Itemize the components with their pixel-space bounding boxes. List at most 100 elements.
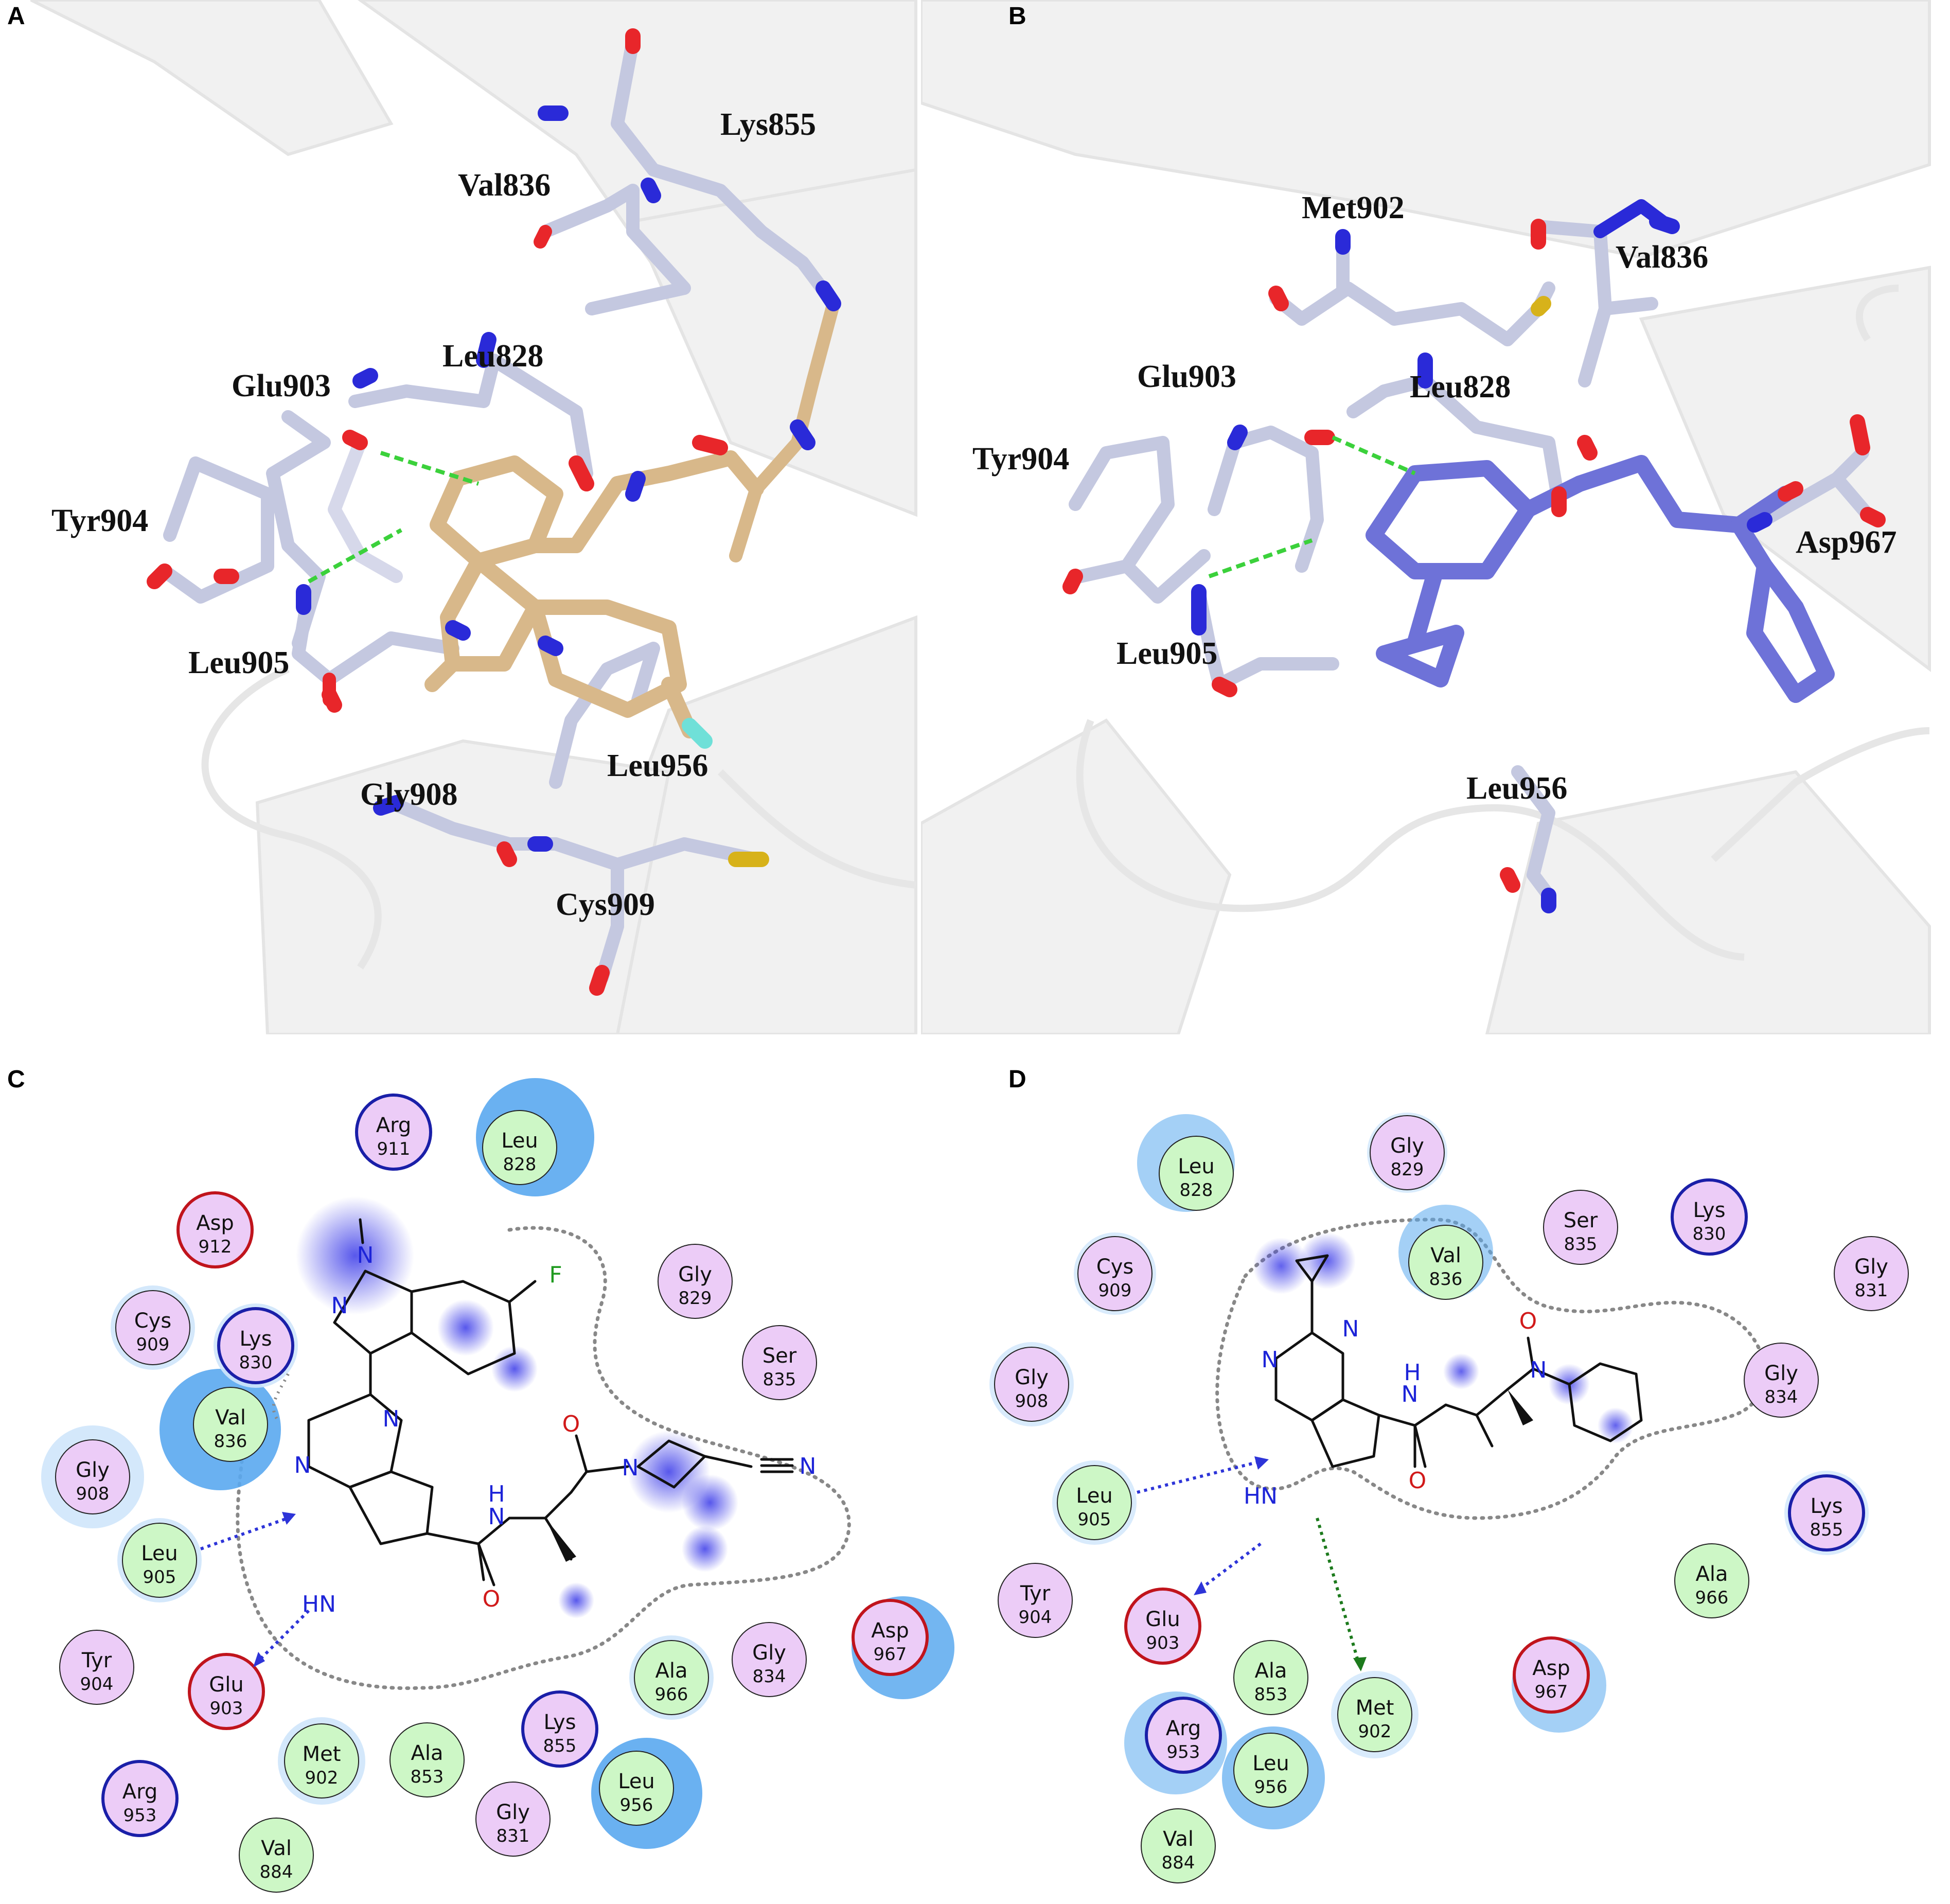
cartoon-loop bbox=[1855, 285, 1899, 342]
hbond-arrows-d bbox=[1137, 1460, 1360, 1663]
residue-number: 855 bbox=[1810, 1520, 1843, 1540]
residue-number: 908 bbox=[76, 1484, 110, 1504]
residue-name: Gly bbox=[678, 1263, 712, 1286]
wedge-bond bbox=[545, 1518, 576, 1562]
residue-tyr-904: Tyr 904 bbox=[998, 1563, 1073, 1638]
residue-number: 853 bbox=[411, 1767, 444, 1787]
residue-glu-903: Glu 903 bbox=[1124, 1588, 1201, 1665]
label-tyr904: Tyr904 bbox=[972, 442, 1069, 477]
label-leu905: Leu905 bbox=[1116, 636, 1217, 671]
residue-number: 834 bbox=[1765, 1387, 1798, 1407]
hbond-lines bbox=[308, 451, 480, 584]
label-glu903: Glu903 bbox=[1137, 359, 1236, 394]
residue-name: Gly bbox=[1764, 1362, 1798, 1385]
panel-letter-b: B bbox=[1008, 3, 1026, 30]
residue-name: Gly bbox=[1854, 1255, 1888, 1279]
residue-met-902: Met 902 bbox=[278, 1717, 365, 1805]
residue-number: 902 bbox=[1358, 1721, 1392, 1742]
residue-name: Lys bbox=[1810, 1494, 1842, 1518]
atom-n-amide: N bbox=[1402, 1381, 1419, 1407]
residue-number: 903 bbox=[1146, 1633, 1180, 1653]
residue-name: Val bbox=[261, 1837, 292, 1860]
residue-ala-853: Ala 853 bbox=[1233, 1640, 1308, 1715]
atom-n-pyrazine-2: N bbox=[383, 1406, 400, 1432]
arrow-head bbox=[1194, 1581, 1207, 1595]
residue-number: 835 bbox=[763, 1369, 796, 1390]
residue-sticks bbox=[158, 34, 840, 984]
cartoon-loop bbox=[1076, 719, 1745, 961]
residue-name: Leu bbox=[618, 1770, 655, 1793]
label-leu905: Leu905 bbox=[188, 645, 289, 680]
residue-met-902: Met 902 bbox=[1331, 1671, 1419, 1758]
atom-n-methyl: N bbox=[357, 1242, 374, 1268]
residue-number: 830 bbox=[239, 1352, 273, 1373]
atom-n-azetidine: N bbox=[622, 1455, 639, 1481]
residue-gly-908: Gly 908 bbox=[41, 1425, 144, 1528]
ligand-a bbox=[424, 450, 764, 738]
residue-name: Leu bbox=[141, 1542, 178, 1565]
pocket-outline bbox=[236, 1226, 851, 1690]
residue-asp-967: Asp 967 bbox=[1512, 1636, 1606, 1733]
ligand-exposure bbox=[296, 1196, 738, 1618]
residue-sticks bbox=[1069, 199, 1874, 902]
residue-name: Ala bbox=[1255, 1659, 1287, 1683]
atom-o-amide: O bbox=[1409, 1468, 1427, 1494]
pocket-outline bbox=[1215, 1218, 1766, 1520]
residue-name: Tyr bbox=[1020, 1582, 1051, 1606]
residue-name: Lys bbox=[1693, 1198, 1725, 1222]
panel-letter-a: A bbox=[7, 3, 25, 30]
residue-name: Glu bbox=[209, 1673, 243, 1697]
residue-name: Gly bbox=[76, 1458, 110, 1482]
residue-leu-905: Leu 905 bbox=[117, 1518, 202, 1602]
residue-name: Glu bbox=[1145, 1608, 1180, 1631]
panel-d: D Leu 828 Gly bbox=[972, 1065, 1950, 1904]
residue-number: 831 bbox=[497, 1826, 530, 1846]
residue-name: Leu bbox=[1178, 1155, 1215, 1178]
hbond-lines bbox=[1208, 435, 1416, 578]
residue-number: 828 bbox=[503, 1154, 537, 1175]
residue-name: Met bbox=[1356, 1696, 1394, 1720]
residue-number: 853 bbox=[1254, 1684, 1288, 1705]
cartoon-backdrop bbox=[921, 0, 1931, 1034]
residue-ala-966: Ala 966 bbox=[629, 1635, 714, 1720]
residue-number: 903 bbox=[210, 1698, 243, 1719]
panel-b-scene: Met902 Val836 Glu903 Leu828 Tyr904 Asp96… bbox=[921, 0, 1931, 1034]
atom-n-indazole: N bbox=[331, 1293, 348, 1319]
panel-letter-c: C bbox=[7, 1066, 25, 1093]
residue-number: 836 bbox=[214, 1431, 247, 1452]
residue-number: 966 bbox=[1695, 1588, 1729, 1608]
atom-o-carbonyl: O bbox=[562, 1411, 580, 1437]
residue-name: Asp bbox=[1532, 1656, 1570, 1680]
residue-name: Gly bbox=[1390, 1134, 1424, 1158]
residue-number: 831 bbox=[1855, 1280, 1888, 1301]
residue-name: Arg bbox=[1166, 1717, 1201, 1740]
residue-name: Cys bbox=[134, 1309, 171, 1333]
residue-number: 967 bbox=[874, 1644, 907, 1665]
residue-number: 908 bbox=[1015, 1391, 1049, 1412]
residue-name: Gly bbox=[752, 1641, 786, 1665]
residue-number: 909 bbox=[136, 1334, 170, 1355]
residue-labels: Met902 Val836 Glu903 Leu828 Tyr904 Asp96… bbox=[972, 190, 1896, 806]
residue-name: Lys bbox=[543, 1711, 576, 1734]
atom-fluorine: F bbox=[549, 1262, 562, 1288]
residue-cys-909: Cys 909 bbox=[1074, 1232, 1156, 1315]
atom-o-carbonyl: O bbox=[1519, 1308, 1537, 1334]
residue-number: 884 bbox=[1162, 1853, 1195, 1873]
atom-n-nitrile: N bbox=[800, 1453, 817, 1479]
residue-number: 834 bbox=[753, 1666, 786, 1687]
residue-gly-831: Gly 831 bbox=[1834, 1236, 1909, 1311]
residue-number: 967 bbox=[1535, 1682, 1568, 1702]
residue-gly-831: Gly 831 bbox=[475, 1782, 551, 1857]
label-glu903: Glu903 bbox=[232, 368, 331, 403]
residue-name: Ser bbox=[1564, 1209, 1598, 1232]
residue-gly-908: Gly 908 bbox=[989, 1342, 1074, 1426]
residue-number: 911 bbox=[377, 1139, 411, 1159]
residue-glu-903: Glu 903 bbox=[188, 1653, 265, 1730]
residue-val-836: Val 836 bbox=[1398, 1205, 1493, 1300]
residue-number: 830 bbox=[1693, 1224, 1726, 1244]
residue-name: Ala bbox=[1696, 1562, 1728, 1586]
residue-arg-953: Arg 953 bbox=[1124, 1691, 1227, 1794]
residue-name: Tyr bbox=[81, 1649, 112, 1672]
residue-name: Cys bbox=[1096, 1255, 1133, 1279]
residue-number: 912 bbox=[199, 1237, 232, 1257]
